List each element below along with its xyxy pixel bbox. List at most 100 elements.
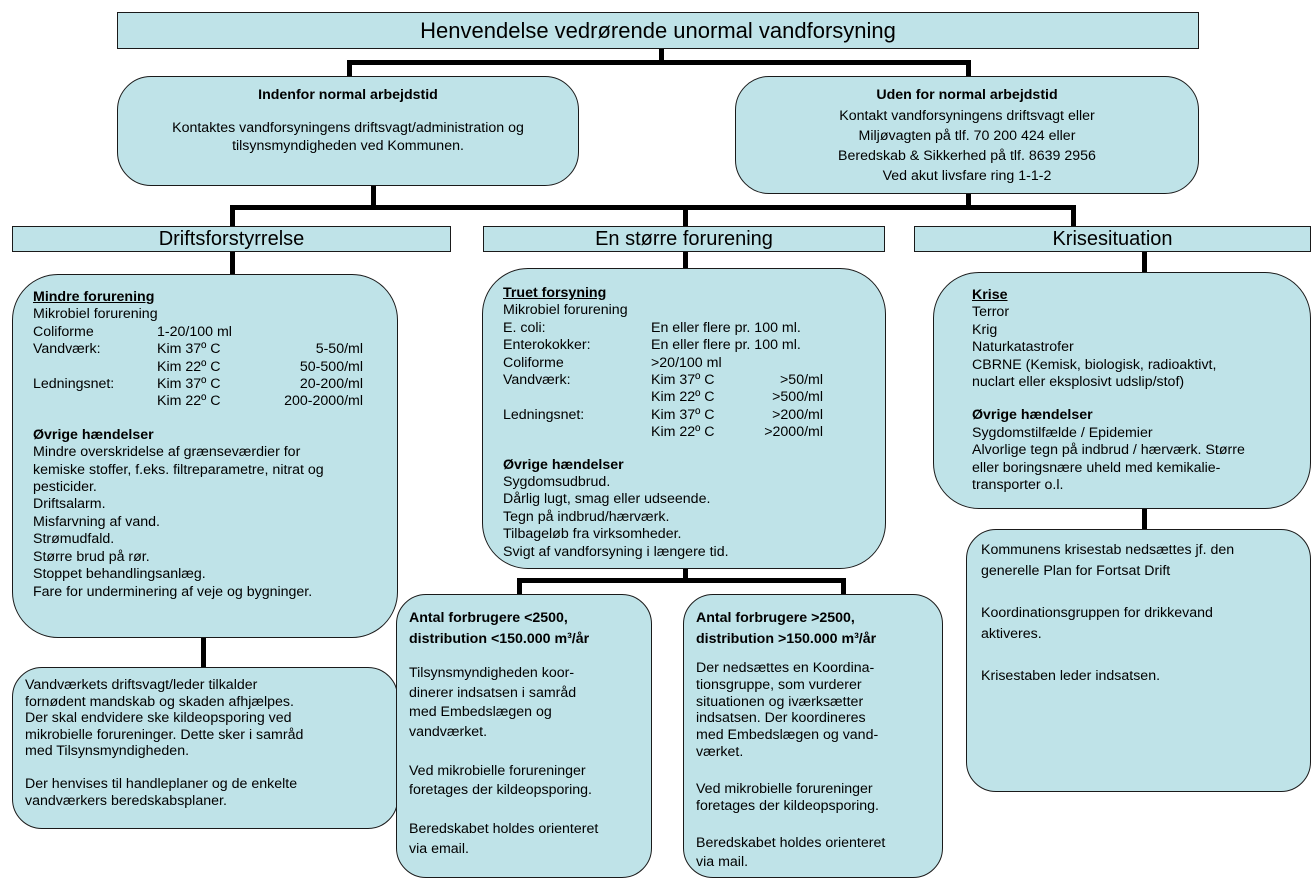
large-consumers-line: Der nedsættes en Koordina- xyxy=(696,660,875,676)
connector xyxy=(683,251,688,269)
other-event-line: Dårlig lugt, smag eller udseende. xyxy=(503,491,711,508)
threatened-supply-row: E. coli: En eller flere pr. 100 ml. xyxy=(503,320,885,337)
small-consumers-line: Beredskabet holdes orienteret xyxy=(409,821,599,837)
row-param: Kim 22º C xyxy=(157,393,221,410)
row-param: Kim 22º C xyxy=(651,424,715,441)
crisis-line: Terror xyxy=(972,304,1010,321)
other-event-line: Større brud på rør. xyxy=(33,548,150,565)
small-consumers-line xyxy=(409,801,651,821)
crisis-line: Naturkatastrofer xyxy=(972,339,1074,356)
row-label: Coliforme xyxy=(33,323,94,340)
row-param: Kim 37º C xyxy=(651,372,715,389)
other-event-line: Stoppet behandlingsanlæg. xyxy=(33,566,206,583)
other-event-line: Mindre overskridelse af grænseværdier fo… xyxy=(33,444,301,461)
row-value: >200/ml xyxy=(772,406,823,423)
row-label xyxy=(503,424,651,441)
connector xyxy=(1142,251,1147,273)
small-consumers-line: via email. xyxy=(409,840,469,857)
row-label: Coliforme xyxy=(503,354,564,371)
small-consumers-line xyxy=(409,742,651,762)
large-consumers-line xyxy=(696,814,942,834)
connector xyxy=(683,567,688,582)
connector xyxy=(659,48,664,62)
crisis-action-line: Krisestaben leder indsatsen. xyxy=(981,668,1161,684)
other-event-line: Svigt af vandforsyning i længere tid. xyxy=(503,543,729,560)
row-param: Kim 37º C xyxy=(651,406,715,423)
small-consumers-line: vandværket. xyxy=(409,723,488,740)
row-value: 5-50/ml xyxy=(315,341,363,358)
row-label: E. coli: xyxy=(503,319,546,336)
other-event-line: Fare for underminering af veje og bygnin… xyxy=(33,583,313,600)
row-param: Kim 37º C xyxy=(157,341,221,358)
connector xyxy=(230,205,1076,210)
category-krisesituation: Krisesituation xyxy=(914,226,1311,252)
crisis-action-line: aktiveres. xyxy=(981,626,1042,642)
crisis-action-line: Kommunens krisestab nedsættes jf. den xyxy=(981,542,1235,558)
other-event-line: Alvorlige tegn på indbrud / hærværk. Stø… xyxy=(972,442,1245,459)
row-value: 50-500/ml xyxy=(299,358,363,375)
contact-after-hours-box: Uden for normal arbejdstid Kontakt vandf… xyxy=(735,76,1199,194)
row-value: >500/ml xyxy=(772,389,823,406)
large-consumers-line xyxy=(696,761,942,781)
category-label: Krisesituation xyxy=(1052,227,1173,250)
row-param: En eller flere pr. 100 ml. xyxy=(651,337,801,354)
connector xyxy=(1071,205,1076,227)
other-events-heading: Øvrige hændelser xyxy=(503,456,624,473)
crisis-action-box: Kommunens krisestab nedsættes jf. den ge… xyxy=(966,529,1311,792)
large-consumers-box: Antal forbrugere >2500, distribution >15… xyxy=(683,594,943,878)
category-stoerre-forurening: En større forurening xyxy=(483,226,885,252)
small-consumers-line: med Embedslægen og xyxy=(409,704,552,720)
contact-working-hours-text: Kontaktes vandforsyningens driftsvagt/ad… xyxy=(172,120,524,154)
large-consumers-heading: Antal forbrugere >2500, xyxy=(696,610,855,626)
large-consumers-line: via mail. xyxy=(696,854,749,871)
row-label xyxy=(33,393,157,410)
contact-after-hours-line: Beredskab & Sikkerhed på tlf. 8639 2956 xyxy=(838,148,1096,165)
other-event-line: pesticider. xyxy=(33,479,97,496)
other-events-heading: Øvrige hændelser xyxy=(972,407,1093,424)
other-event-line: Strømudfald. xyxy=(33,531,115,548)
crisis-box: Krise Terror Krig Naturkatastrofer CBRNE… xyxy=(933,272,1311,509)
minor-pollution-box: Mindre forurening Mikrobiel forurening C… xyxy=(12,274,398,638)
other-event-line: Misfarvning af vand. xyxy=(33,513,160,530)
row-param: Kim 22º C xyxy=(651,389,715,406)
small-consumers-line: Tilsynsmyndigheden koor- xyxy=(409,665,575,681)
small-consumers-box: Antal forbrugere <2500, distribution <15… xyxy=(396,594,652,878)
contact-working-hours-box: Indenfor normal arbejdstid Kontaktes van… xyxy=(117,76,579,186)
threatened-supply-row: Kim 22º C >2000/ml xyxy=(503,424,885,441)
large-consumers-line: med Embedslægen og vand- xyxy=(696,727,879,744)
connector xyxy=(230,251,235,275)
connector xyxy=(517,578,846,583)
other-event-line: eller boringsnære uheld med kemikalie- xyxy=(972,459,1221,476)
category-label: En større forurening xyxy=(595,227,773,250)
other-event-line: Tegn på indbrud/hærværk. xyxy=(503,508,670,525)
threatened-supply-row: Vandværk: Kim 37º C >50/ml xyxy=(503,372,885,389)
crisis-action-line: generelle Plan for Fortsat Drift xyxy=(981,563,1171,579)
row-value: >2000/ml xyxy=(764,424,823,441)
minor-pollution-row: Coliforme 1-20/100 ml xyxy=(33,324,397,341)
crisis-action-line: Koordinationsgruppen for drikkevand xyxy=(981,605,1213,621)
crisis-heading: Krise xyxy=(972,287,1008,303)
connector xyxy=(230,205,235,227)
large-consumers-line: indsatsen. Der koordineres xyxy=(696,710,866,727)
minor-pollution-row: Kim 22º C 200-2000/ml xyxy=(33,393,397,410)
large-consumers-line: situationen og iværksætter xyxy=(696,693,864,710)
diagram-title-text: Henvendelse vedrørende unormal vandforsy… xyxy=(420,17,896,43)
category-label: Driftsforstyrrelse xyxy=(158,227,305,250)
connector xyxy=(841,578,846,596)
connector xyxy=(966,192,971,209)
row-label xyxy=(33,359,157,376)
large-consumers-line: foretages der kildeopsporing. xyxy=(696,797,879,814)
threatened-supply-row: Kim 22º C >500/ml xyxy=(503,389,885,406)
diagram-title: Henvendelse vedrørende unormal vandforsy… xyxy=(117,12,1199,49)
connector xyxy=(966,60,971,78)
drift-action-line xyxy=(25,760,397,777)
drift-action-box: Vandværkets driftsvagt/leder tilkalder f… xyxy=(12,667,398,829)
small-consumers-line: foretages der kildeopsporing. xyxy=(409,782,592,798)
row-label xyxy=(503,389,651,406)
threatened-supply-row: Ledningsnet: Kim 37º C >200/ml xyxy=(503,407,885,424)
contact-after-hours-heading: Uden for normal arbejdstid xyxy=(876,87,1058,103)
drift-action-line: Vandværkets driftsvagt/leder tilkalder xyxy=(25,677,258,693)
drift-action-line: mikrobielle forureninger. Dette sker i s… xyxy=(25,726,304,743)
row-value: 20-200/ml xyxy=(299,376,363,393)
crisis-action-line xyxy=(981,582,1310,603)
